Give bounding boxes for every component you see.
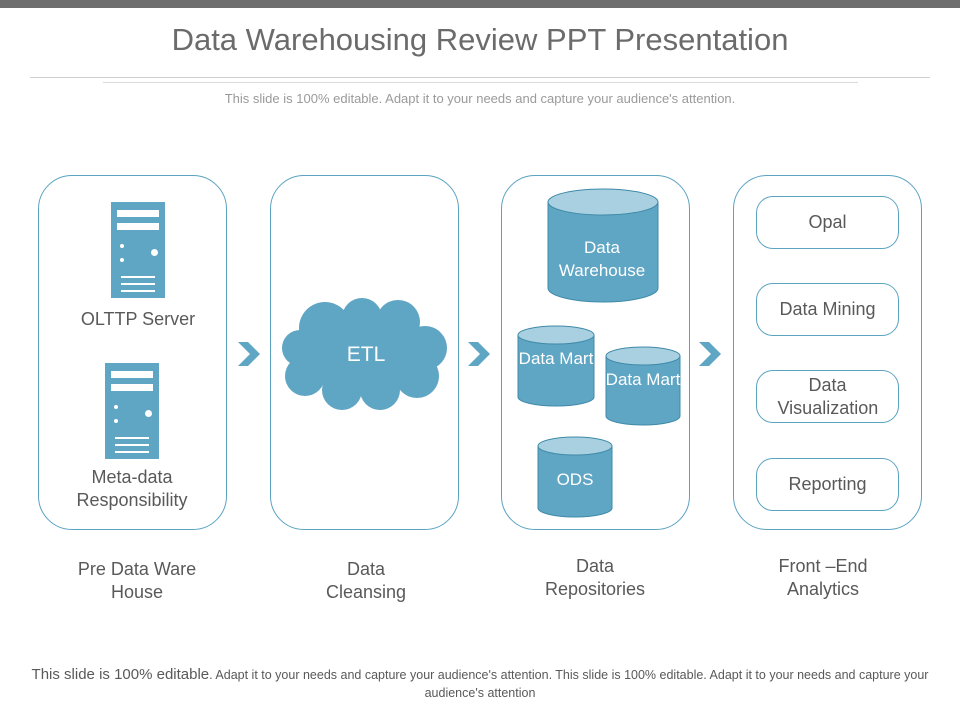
meta-data-label: Meta-data Responsibility — [76, 467, 188, 510]
oltp-server-label: OLTTP Server — [80, 309, 196, 329]
cloud-icon — [282, 298, 447, 410]
pill-label: Data Mining — [779, 299, 876, 319]
data-mart-label-2: Data Mart — [605, 370, 681, 389]
caption-pre-data-warehouse: Pre Data Ware House — [77, 559, 197, 602]
caption-front-end-analytics: Front –End Analytics — [778, 556, 868, 599]
footer-text: This slide is 100% editable. Adapt it to… — [10, 666, 950, 702]
caption-data-repositories: Data Repositories — [544, 556, 646, 599]
server-icon — [105, 363, 159, 459]
pill-opal: Opal — [756, 196, 899, 249]
top-bar — [0, 0, 960, 8]
server-icon — [111, 202, 165, 298]
database-cylinder-icon — [547, 188, 659, 303]
pill-label: Data Visualization — [777, 374, 879, 418]
footer-lead: This slide is 100% editable — [31, 666, 210, 683]
title-divider — [30, 77, 930, 78]
caption-data-cleansing: Data Cleansing — [325, 559, 407, 602]
chevron-right-icon — [468, 342, 490, 366]
slide-subtitle: This slide is 100% editable. Adapt it to… — [224, 91, 736, 106]
slide-title: Data Warehousing Review PPT Presentation — [171, 22, 789, 57]
pill-data-mining: Data Mining — [756, 283, 899, 336]
title-divider-inner — [103, 82, 858, 83]
data-warehouse-label: Data Warehouse — [558, 238, 646, 280]
database-cylinder-icon — [605, 346, 681, 426]
footer-rest: . Adapt it to your needs and capture you… — [209, 668, 929, 700]
chevron-right-icon — [238, 342, 260, 366]
data-mart-label-1: Data Mart — [518, 349, 594, 368]
chevron-right-icon — [699, 342, 721, 366]
database-cylinder-icon — [537, 436, 613, 518]
pill-label: Reporting — [788, 474, 867, 494]
pill-data-visualization: Data Visualization — [756, 370, 899, 423]
etl-label: ETL — [346, 343, 386, 366]
pill-label: Opal — [808, 212, 847, 232]
pill-reporting: Reporting — [756, 458, 899, 511]
ods-label: ODS — [556, 470, 594, 489]
database-cylinder-icon — [517, 325, 595, 407]
